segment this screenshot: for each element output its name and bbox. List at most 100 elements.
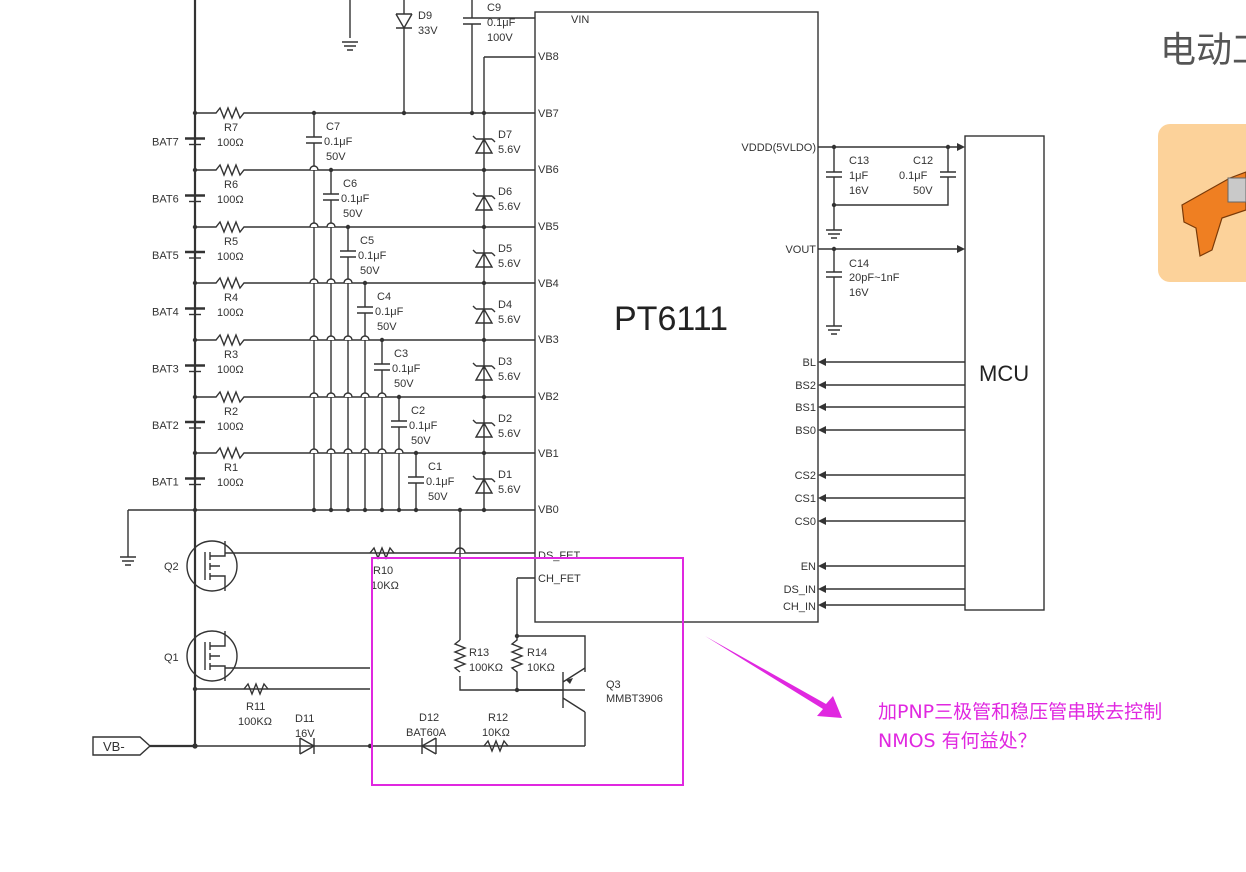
d12-ref: D12 bbox=[419, 712, 439, 724]
wire-crossovers bbox=[309, 165, 404, 454]
cell-label: BAT2 bbox=[152, 420, 179, 432]
r10-ref: R10 bbox=[373, 565, 393, 577]
cap-v: 50V bbox=[377, 321, 397, 333]
resistor-val: 100Ω bbox=[217, 137, 244, 149]
c12-val: 0.1μF bbox=[899, 170, 928, 182]
cell-label: BAT3 bbox=[152, 364, 179, 376]
cap-val: 0.1μF bbox=[392, 363, 421, 375]
resistor-val: 100Ω bbox=[217, 307, 244, 319]
r11-val: 100KΩ bbox=[238, 716, 272, 728]
zener-ref: D7 bbox=[498, 129, 512, 141]
d9-ref: D9 bbox=[418, 10, 432, 22]
d11-ref: D11 bbox=[295, 713, 314, 725]
cap-v: 50V bbox=[428, 491, 448, 503]
d12-val: BAT60A bbox=[406, 727, 447, 739]
annotation-line-1: 加PNP三极管和稳压管串联去控制 bbox=[878, 701, 1162, 723]
mcu-signal-arrows bbox=[818, 358, 965, 609]
q1-ref: Q1 bbox=[164, 652, 179, 664]
battery-cell: BAT2 bbox=[152, 419, 205, 432]
pin-vb8: VB8 bbox=[538, 51, 559, 63]
pin-ch-fet: CH_FET bbox=[538, 573, 581, 585]
highlight-box bbox=[371, 557, 684, 786]
cap-ref: C3 bbox=[394, 348, 408, 360]
pin-vout: VOUT bbox=[785, 244, 816, 256]
q1-mosfet bbox=[186, 630, 238, 682]
resistor-ref: R5 bbox=[224, 236, 238, 248]
zener-ref: D4 bbox=[498, 299, 512, 311]
pin-vddd: VDDD(5VLDO) bbox=[741, 142, 816, 154]
chip-name: PT6111 bbox=[614, 300, 728, 338]
annotation-line-2: NMOS 有何益处？ bbox=[878, 730, 1037, 752]
cap-val: 0.1μF bbox=[426, 476, 455, 488]
pin-ds-in: DS_IN bbox=[784, 584, 816, 596]
r12-ref: R12 bbox=[488, 712, 508, 724]
pin-vb4: VB4 bbox=[538, 278, 559, 290]
zener-val: 5.6V bbox=[498, 201, 521, 213]
cap-val: 0.1μF bbox=[358, 250, 387, 262]
cell-label: BAT7 bbox=[152, 137, 179, 149]
drill-thumbnail[interactable] bbox=[1158, 124, 1246, 282]
cap-ref: C2 bbox=[411, 405, 425, 417]
pin-cs2: CS2 bbox=[795, 470, 816, 482]
pin-vb7: VB7 bbox=[538, 108, 559, 120]
zener-ref: D5 bbox=[498, 243, 512, 255]
c13-val: 1μF bbox=[849, 170, 868, 182]
c9-val: 0.1μF bbox=[487, 17, 516, 29]
resistor-ref: R1 bbox=[224, 462, 238, 474]
battery-cell: BAT1 bbox=[152, 475, 205, 489]
battery-cell: BAT4 bbox=[152, 305, 205, 319]
cap-ref: C1 bbox=[428, 461, 442, 473]
battery-cell: BAT3 bbox=[152, 362, 205, 376]
right-cap-labels: C13 1μF 16V C12 0.1μF 50V C14 20pF~1nF 1… bbox=[849, 155, 933, 299]
balance-network: R7100ΩC70.1μF50VD75.6VR6100ΩC60.1μF50VD6… bbox=[192, 106, 535, 513]
pin-vb6: VB6 bbox=[538, 164, 559, 176]
cell-label: BAT6 bbox=[152, 194, 179, 206]
pin-cs0: CS0 bbox=[795, 516, 816, 528]
pin-vb0: VB0 bbox=[538, 504, 559, 516]
cap-v: 50V bbox=[326, 151, 346, 163]
r13-val: 100KΩ bbox=[469, 662, 503, 674]
battery-cell: BAT5 bbox=[152, 249, 205, 262]
resistor-val: 100Ω bbox=[217, 421, 244, 433]
r14-val: 10KΩ bbox=[527, 662, 555, 674]
drill-icon bbox=[1181, 171, 1246, 257]
cap-ref: C6 bbox=[343, 178, 357, 190]
resistor-val: 100Ω bbox=[217, 477, 244, 489]
resistor-val: 100Ω bbox=[217, 194, 244, 206]
r10-val: 10KΩ bbox=[371, 580, 399, 592]
resistor-ref: R2 bbox=[224, 406, 238, 418]
cap-ref: C7 bbox=[326, 121, 340, 133]
c9-ref: C9 bbox=[487, 2, 501, 14]
mcu-block bbox=[964, 135, 1045, 611]
cell-label: BAT5 bbox=[152, 250, 179, 262]
zener-val: 5.6V bbox=[498, 371, 521, 383]
pin-ch-in: CH_IN bbox=[783, 601, 816, 613]
cap-v: 50V bbox=[411, 435, 431, 447]
pin-vb1: VB1 bbox=[538, 448, 559, 460]
pt6111-chip bbox=[534, 11, 819, 623]
cap-val: 0.1μF bbox=[375, 306, 404, 318]
r13-ref: R13 bbox=[469, 647, 489, 659]
zener-ref: D1 bbox=[498, 469, 512, 481]
zener-val: 5.6V bbox=[498, 258, 521, 270]
bottom-power-path: Q2 Q1 R10 10KΩ R11 100KΩ D11 16V VB- R13… bbox=[92, 0, 663, 756]
r12-val: 10KΩ bbox=[482, 727, 510, 739]
pin-bs1: BS1 bbox=[795, 402, 816, 414]
q2-ref: Q2 bbox=[164, 561, 179, 573]
d9-val: 33V bbox=[418, 25, 438, 37]
cap-v: 50V bbox=[343, 208, 363, 220]
chip-left-pins: VIN VB8 VB7 VB6 VB5 VB4 VB3 VB2 VB1 VB0 … bbox=[538, 14, 589, 585]
vb-minus-terminal bbox=[92, 736, 152, 756]
zener-val: 5.6V bbox=[498, 428, 521, 440]
zener-ref: D2 bbox=[498, 413, 512, 425]
c13-ref: C13 bbox=[849, 155, 869, 167]
cap-v: 50V bbox=[394, 378, 414, 390]
top-components: D9 33V C9 0.1μF 100V bbox=[342, 0, 535, 116]
zener-ref: D3 bbox=[498, 356, 512, 368]
c12-v: 50V bbox=[913, 185, 933, 197]
d11-val: 16V bbox=[295, 728, 315, 740]
r14-ref: R14 bbox=[527, 647, 547, 659]
